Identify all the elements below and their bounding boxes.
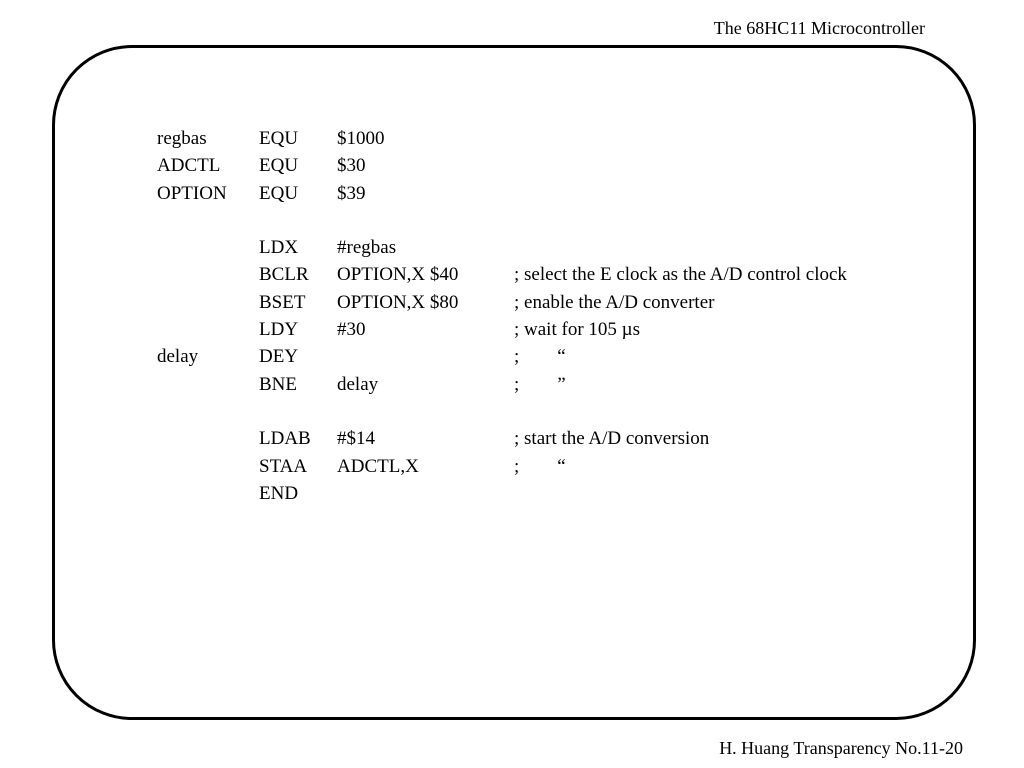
code-label: regbas	[157, 128, 207, 149]
code-opcode: END	[259, 482, 299, 504]
code-listing: regbas EQU $1000 ADCTL EQU $30 OPTION EQ…	[157, 125, 847, 507]
code-line: OPTION EQU $39	[157, 180, 366, 207]
code-comment: ; “	[514, 455, 566, 477]
code-comment: ; select the E clock as the A/D control …	[514, 264, 847, 286]
code-operand: $1000	[337, 128, 385, 149]
code-opcode: EQU	[259, 128, 299, 149]
code-operand: ADCTL,X	[337, 455, 419, 477]
code-opcode: EQU	[259, 155, 299, 177]
code-line: BSET OPTION,X $80 ; enable the A/D conve…	[157, 289, 714, 316]
code-comment: ; wait for 105 µs	[514, 319, 640, 341]
code-operand: #$14	[337, 428, 375, 450]
code-operand: $30	[337, 155, 366, 177]
code-comment: ; start the A/D conversion	[514, 428, 710, 450]
code-opcode: STAA	[259, 455, 308, 477]
code-opcode: DEY	[259, 346, 299, 368]
code-line: LDAB #$14 ; start the A/D conversion	[157, 425, 709, 452]
code-operand: delay	[337, 373, 379, 395]
code-label: delay	[157, 346, 199, 368]
code-line: LDX #regbas	[157, 234, 396, 261]
code-comment: ; “	[514, 346, 566, 368]
code-line: ADCTL EQU $30	[157, 152, 366, 179]
code-line: BCLR OPTION,X $40 ; select the E clock a…	[157, 261, 847, 288]
footer-text: H. Huang Transparency No.11-20	[719, 738, 963, 758]
header-title: The 68HC11 Microcontroller	[713, 18, 925, 38]
code-operand: #regbas	[337, 237, 397, 259]
code-opcode: LDX	[259, 237, 299, 259]
code-opcode: BCLR	[259, 264, 309, 286]
code-line-blank	[157, 398, 176, 425]
code-line: LDY #30 ; wait for 105 µs	[157, 316, 640, 343]
code-label: ADCTL	[157, 155, 221, 177]
code-operand: OPTION,X $80	[337, 291, 459, 313]
code-comment: ; enable the A/D converter	[514, 291, 715, 313]
code-opcode: LDAB	[259, 428, 311, 450]
code-label: OPTION	[157, 182, 227, 204]
code-line: STAA ADCTL,X ; “	[157, 453, 566, 480]
code-line: END	[157, 480, 298, 507]
code-line-blank	[157, 207, 176, 234]
code-opcode: EQU	[259, 182, 299, 204]
slide-frame	[52, 45, 976, 720]
code-comment: ; ”	[514, 373, 566, 395]
code-opcode: BNE	[259, 373, 297, 395]
code-operand: $39	[337, 182, 366, 204]
code-opcode: BSET	[259, 291, 306, 313]
code-operand: OPTION,X $40	[337, 264, 459, 286]
code-operand: #30	[337, 319, 366, 341]
code-line: delay DEY ; “	[157, 343, 566, 370]
code-line: regbas EQU $1000	[157, 125, 385, 152]
code-opcode: LDY	[259, 319, 299, 341]
code-line: BNE delay ; ”	[157, 371, 566, 398]
